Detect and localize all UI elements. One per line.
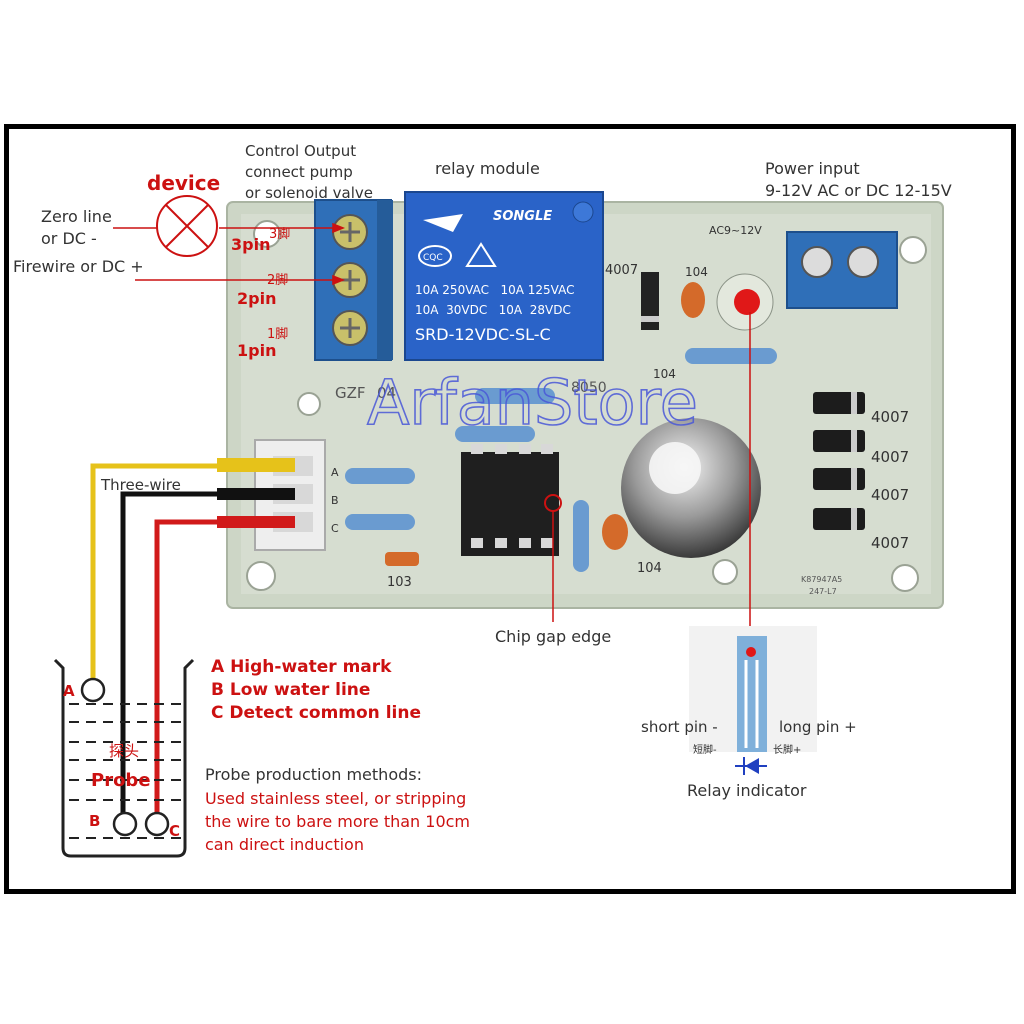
zero-line-label-2: or DC - [41, 229, 97, 248]
rectifier-diodes [813, 392, 865, 530]
pin-1-label: 1pin [237, 341, 276, 360]
connector-letter-c: C [331, 522, 339, 535]
diode-label-2: 4007 [871, 448, 909, 466]
probe-letter-a: A [63, 682, 75, 700]
mounting-holes [246, 220, 927, 592]
diagram-frame: SONGLE CQC 10A 250VAC 10A 125VAC 10A 30V… [4, 124, 1016, 894]
relay-model: SRD-12VDC-SL-C [415, 325, 551, 344]
cap-103-label: 103 [387, 575, 412, 590]
legend-c: C Detect common line [211, 703, 421, 723]
silk-04: 04 [377, 384, 396, 402]
probe-letter-c: C [169, 822, 180, 840]
output-wiring [113, 222, 346, 286]
board-code-2: 247-L7 [809, 587, 837, 596]
power-input-line-2: 9-12V AC or DC 12-15V [765, 181, 952, 200]
led-diode-symbol-icon [735, 757, 767, 775]
pin-2-label: 2pin [237, 289, 276, 308]
cap-104-top-label: 104 [685, 265, 708, 279]
relay-rating-line-2: 10A 30VDC 10A 28VDC [415, 303, 571, 317]
pin-3-label: 3pin [231, 235, 270, 254]
diode-label-1: 4007 [871, 408, 909, 426]
probe-letter-b: B [89, 812, 100, 830]
zero-line-label-1: Zero line [41, 207, 112, 226]
board-code-1: K87947A5 [801, 575, 842, 584]
top-diode [641, 272, 659, 330]
relay-cqc: CQC [423, 253, 443, 263]
legend-b: B Low water line [211, 680, 370, 700]
device-lamp-icon [156, 195, 218, 257]
firewire-label: Firewire or DC + [13, 257, 144, 276]
watermark: ArfanStore [367, 366, 698, 439]
relay-indicator-label: Relay indicator [687, 781, 807, 800]
legend-a: A High-water mark [211, 657, 392, 677]
probe-cn-label: 探头 [109, 742, 139, 760]
resistors [345, 348, 777, 572]
three-wire-label: Three-wire [100, 476, 181, 494]
cap-104-mid-label: 104 [653, 367, 676, 381]
probe-methods-line-2: the wire to bare more than 10cm [205, 812, 470, 831]
led-inset [689, 626, 817, 752]
probe-methods-line-3: can direct induction [205, 835, 364, 854]
short-pin-cn: 短脚- [693, 743, 717, 756]
transistor-label: 8050 [571, 380, 607, 396]
chip-gap-edge-label: Chip gap edge [495, 627, 611, 646]
pin-2-cn: 2脚 [267, 272, 288, 288]
water-beaker [53, 658, 195, 858]
ac-silk-label: AC9~12V [709, 224, 762, 237]
control-output-line-1: Control Output [245, 142, 356, 160]
connector-letter-a: A [331, 466, 339, 479]
probe-label: Probe [91, 770, 151, 791]
relay-brand: SONGLE [493, 209, 552, 224]
pin-1-cn: 1脚 [267, 326, 288, 342]
power-terminal-block: AC9~12V [709, 224, 898, 309]
relay: SONGLE CQC 10A 250VAC 10A 125VAC 10A 30V… [404, 191, 604, 361]
relay-rating-line-1: 10A 250VAC 10A 125VAC [415, 283, 574, 297]
cap-103 [385, 552, 419, 566]
control-output-line-3: or solenoid valve [245, 184, 373, 202]
top-diode-label: 4007 [605, 263, 638, 278]
relay-module-diagram: SONGLE CQC 10A 250VAC 10A 125VAC 10A 30V… [13, 142, 952, 858]
long-pin-label: long pin + [779, 718, 857, 736]
pin-3-cn: 3脚 [269, 226, 290, 242]
silk-gzf: GZF [335, 384, 366, 402]
probe-methods-line-1: Used stainless steel, or stripping [205, 789, 466, 808]
power-input-line-1: Power input [765, 159, 860, 178]
short-pin-label: short pin - [641, 718, 718, 736]
long-pin-cn: 长脚+ [773, 743, 801, 756]
relay-module-label: relay module [435, 159, 540, 178]
control-output-line-2: connect pump [245, 163, 353, 181]
diode-label-3: 4007 [871, 486, 909, 504]
ic-chip [461, 444, 562, 556]
cap-104-low [602, 514, 628, 550]
cap-104-low-label: 104 [637, 561, 662, 576]
connector-letter-b: B [331, 494, 339, 507]
device-label: device [147, 171, 220, 195]
cap-104-top [681, 282, 705, 318]
diode-label-4: 4007 [871, 534, 909, 552]
probe-methods-title: Probe production methods: [205, 765, 422, 784]
